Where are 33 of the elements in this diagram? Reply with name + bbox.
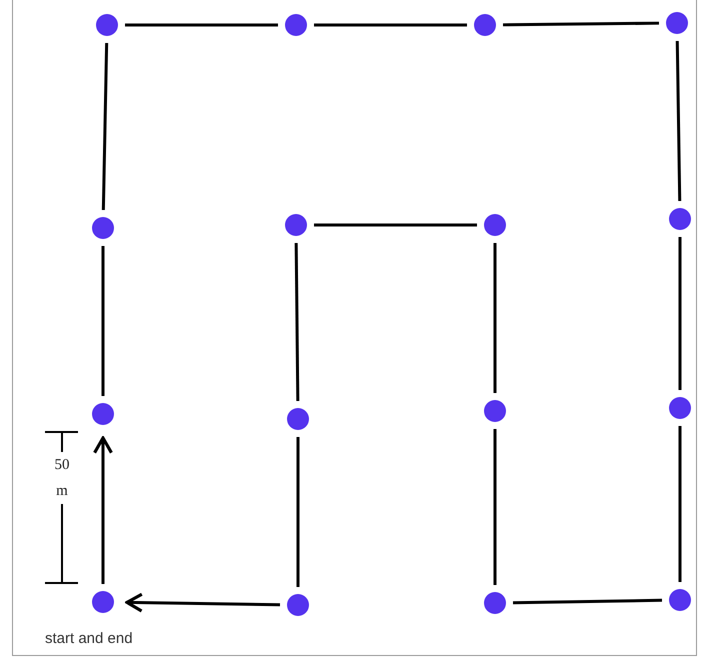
connector-line: [676, 40, 682, 202]
connector-line: [125, 24, 278, 26]
waypoint-dot: [92, 403, 114, 425]
connector-line: [678, 237, 682, 390]
waypoint-dot: [285, 214, 307, 236]
arrow: [125, 592, 280, 613]
arrow: [93, 436, 113, 584]
waypoint-dot: [92, 591, 114, 613]
connector-line: [314, 24, 467, 26]
waypoint-dot: [92, 217, 114, 239]
waypoint-dot: [287, 408, 309, 430]
node-caption: start and end: [45, 630, 133, 647]
waypoint-dot: [669, 397, 691, 419]
connector-line: [102, 42, 108, 210]
waypoint-dot: [287, 594, 309, 616]
waypoint-dot: [285, 14, 307, 36]
waypoint-dot: [669, 208, 691, 230]
connector-line: [494, 429, 496, 585]
waypoint-dot: [484, 214, 506, 236]
connector-line: [494, 243, 496, 393]
connector-line: [314, 224, 477, 226]
waypoint-dot: [666, 12, 688, 34]
connector-line: [294, 242, 300, 402]
connector-line: [102, 246, 104, 396]
connector-line: [296, 437, 300, 587]
connector-line: [512, 598, 662, 604]
waypoint-dot: [96, 14, 118, 36]
waypoint-dot: [474, 14, 496, 36]
waypoint-dot: [484, 592, 506, 614]
waypoint-dot: [484, 400, 506, 422]
connector-line: [678, 426, 682, 582]
waypoint-dot: [669, 589, 691, 611]
connector-line: [502, 22, 660, 26]
